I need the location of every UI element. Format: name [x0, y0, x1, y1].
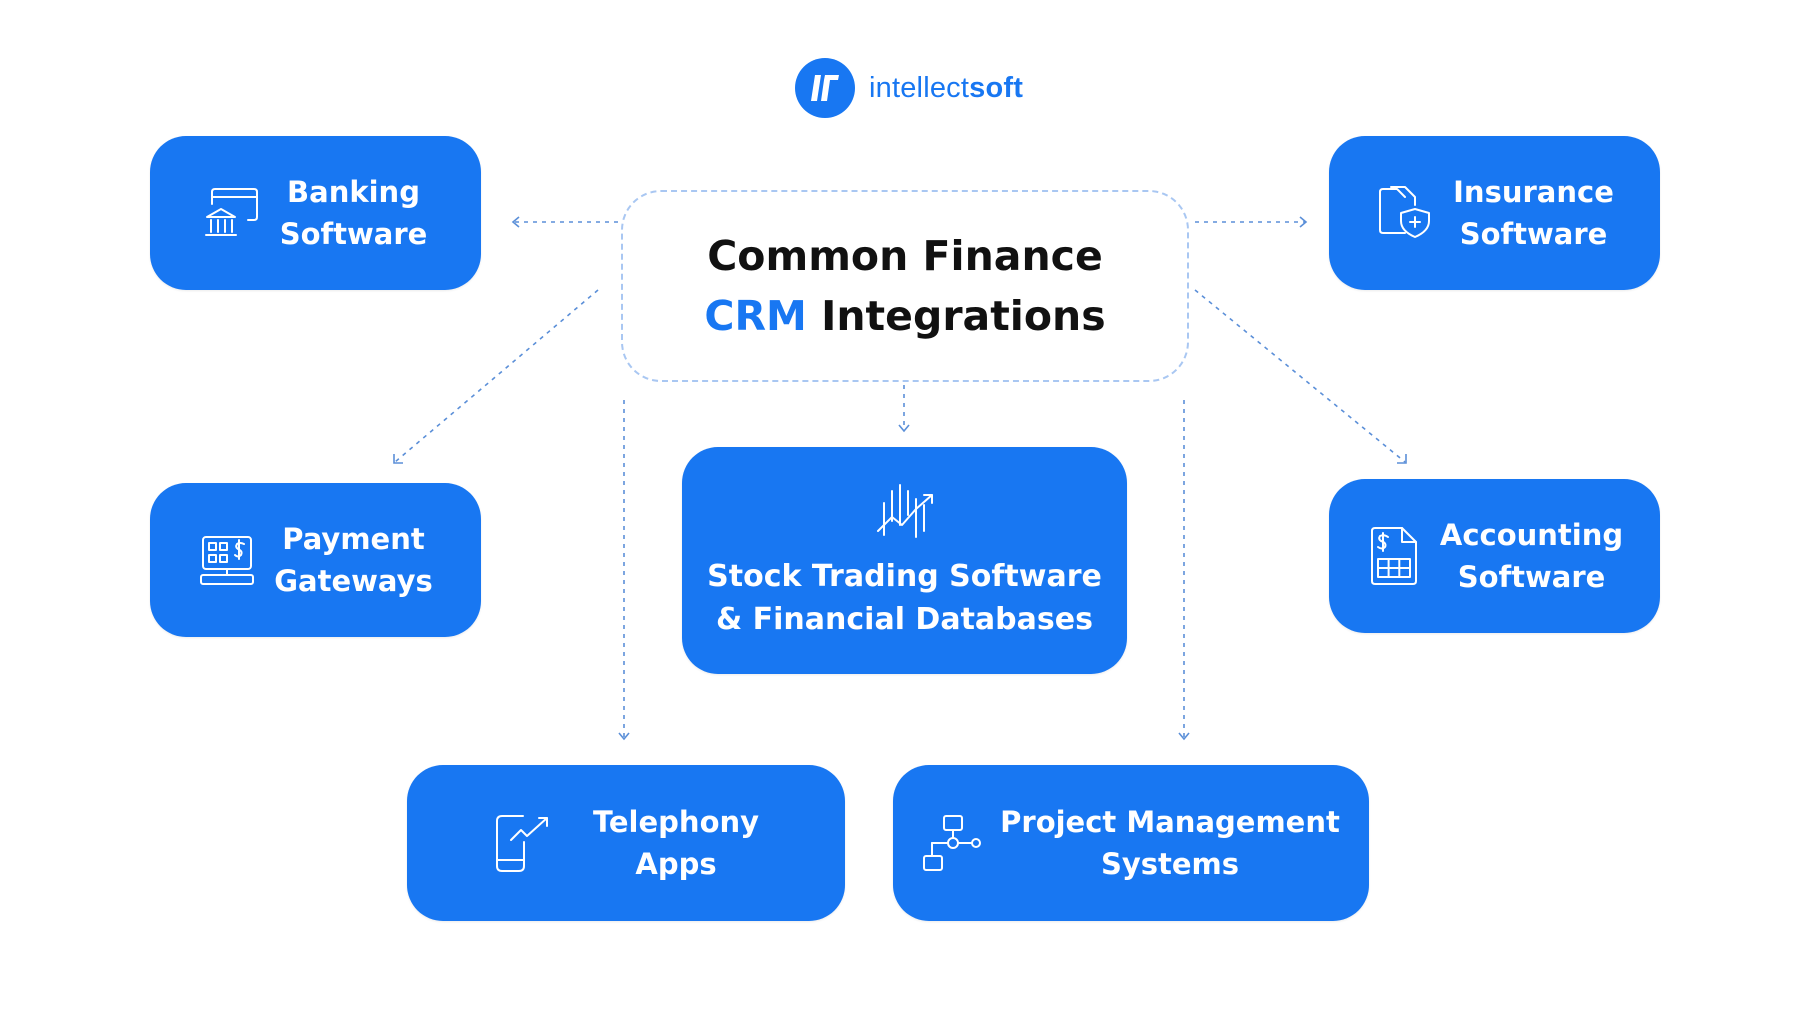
- node-telephony-label: Telephony Apps: [593, 801, 759, 885]
- node-telephony-line2: Apps: [635, 847, 717, 881]
- payment-terminal-icon: [198, 531, 256, 589]
- node-payment-line1: Payment: [282, 522, 425, 556]
- node-accounting-label: Accounting Software: [1440, 514, 1623, 598]
- phone-trend-icon: [493, 812, 553, 874]
- insurance-shield-icon: [1375, 183, 1435, 243]
- node-accounting-line1: Accounting: [1439, 518, 1624, 552]
- diagram-title-line1: Common Finance: [707, 232, 1103, 280]
- node-stock-line1: Stock Trading Software: [707, 558, 1102, 594]
- node-accounting-line2: Software: [1457, 560, 1606, 594]
- brand-name-bold: soft: [969, 71, 1024, 104]
- node-project-line2: Systems: [1100, 847, 1240, 881]
- node-payment-label: Payment Gateways: [274, 518, 433, 602]
- brand-logo: intellectsoft: [795, 58, 1023, 118]
- node-insurance-label: Insurance Software: [1453, 171, 1614, 255]
- arrowhead-banking: [511, 216, 520, 228]
- node-insurance-line1: Insurance: [1453, 175, 1614, 209]
- node-insurance-line2: Software: [1459, 217, 1608, 251]
- diagram-title-box: Common Finance CRM Integrations: [621, 190, 1189, 382]
- node-banking-software: Banking Software: [150, 136, 481, 290]
- arrowhead-telephony: [618, 732, 630, 741]
- node-payment-gateways: Payment Gateways: [150, 483, 481, 637]
- bank-icon: [204, 184, 262, 242]
- workflow-icon: [922, 812, 982, 874]
- node-banking-line1: Banking: [287, 175, 420, 209]
- node-telephony-line1: Telephony: [592, 805, 760, 839]
- diagram-title-accent: CRM: [704, 292, 807, 340]
- node-project-line1: Project Management: [1000, 805, 1340, 839]
- arrowhead-insurance: [1299, 216, 1308, 228]
- diagram-title-rest: Integrations: [806, 292, 1106, 340]
- intellectsoft-logo-icon: [795, 58, 855, 118]
- arrowhead-accounting: [1397, 454, 1407, 464]
- node-insurance-software: Insurance Software: [1329, 136, 1660, 290]
- node-accounting-software: Accounting Software: [1329, 479, 1660, 633]
- arrowhead-stock: [898, 424, 910, 433]
- brand-name-light: intellect: [869, 71, 970, 104]
- connector-accounting: [1194, 289, 1406, 463]
- node-payment-line2: Gateways: [274, 564, 433, 598]
- node-banking-label: Banking Software: [280, 171, 428, 255]
- node-stock-trading: Stock Trading Software & Financial Datab…: [682, 447, 1127, 674]
- node-stock-label: Stock Trading Software & Financial Datab…: [707, 555, 1102, 641]
- node-project-management: Project Management Systems: [893, 765, 1369, 921]
- brand-name: intellectsoft: [869, 72, 1023, 105]
- arrowhead-project: [1178, 732, 1190, 741]
- node-telephony-apps: Telephony Apps: [407, 765, 845, 921]
- connector-payment: [394, 289, 599, 463]
- node-stock-line2: & Financial Databases: [716, 601, 1093, 637]
- arrowhead-payment: [393, 454, 403, 464]
- stock-chart-icon: [874, 481, 936, 541]
- spreadsheet-dollar-icon: [1366, 525, 1422, 587]
- node-project-label: Project Management Systems: [1000, 801, 1340, 885]
- node-banking-line2: Software: [279, 217, 428, 251]
- diagram-title-line2: CRM Integrations: [704, 286, 1105, 346]
